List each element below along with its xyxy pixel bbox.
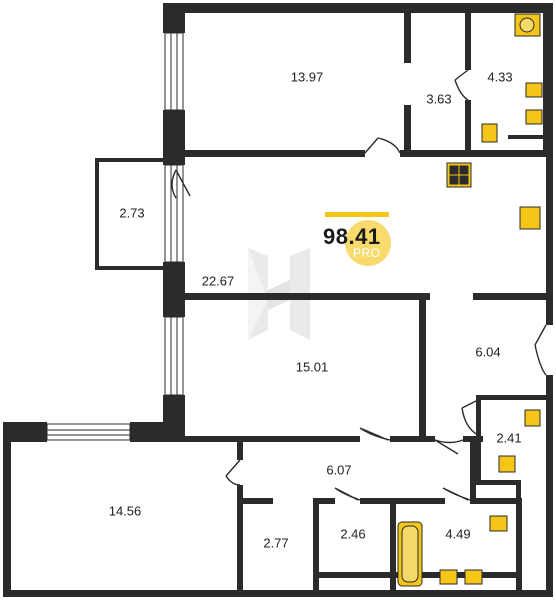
door-bathroom-bottom	[442, 487, 471, 501]
sink-icon	[525, 82, 543, 98]
door-bedroom-middle	[359, 427, 391, 441]
door-bedroom-top	[364, 137, 401, 154]
walls	[3, 3, 553, 597]
sink-icon	[525, 109, 543, 125]
room-area-hall-right: 6.04	[475, 344, 501, 360]
total-area-circle	[345, 220, 391, 266]
door-toilet-right	[461, 399, 479, 436]
door-bathroom-top	[454, 69, 469, 101]
kitchen-sink-icon	[519, 206, 541, 230]
door-bedroom-bottom	[225, 459, 241, 486]
total-area-bar	[325, 212, 389, 217]
total-area-badge-label: PRO	[353, 246, 381, 260]
room-area-storage-left: 2.77	[263, 535, 289, 551]
sink-icon	[524, 409, 541, 427]
door-balcony	[171, 169, 191, 199]
room-area-bathroom-bottom: 4.49	[445, 526, 471, 542]
doors	[171, 69, 547, 501]
toilet-icon	[489, 515, 508, 532]
toilet-icon	[481, 123, 498, 143]
room-area-toilet-right: 2.41	[496, 430, 522, 446]
toilet-icon	[498, 455, 516, 473]
total-area-badge: 98.41 PRO	[323, 212, 393, 266]
total-area-value: 98.41	[323, 224, 381, 249]
fixtures	[397, 13, 543, 587]
room-area-bathroom-top: 4.33	[487, 69, 513, 85]
room-area-bedroom-middle: 15.01	[295, 359, 329, 375]
room-area-bedroom-top: 13.97	[290, 69, 324, 85]
room-area-balcony: 2.73	[119, 205, 145, 221]
sink-icon	[464, 569, 483, 585]
door-hall-right	[534, 324, 547, 376]
room-area-kitchen-living: 22.67	[201, 273, 235, 289]
room-area-wardrobe: 3.63	[426, 91, 452, 107]
room-area-bedroom-bottom: 14.56	[108, 503, 142, 519]
sink-icon	[439, 569, 458, 585]
door-storage-middle	[334, 487, 361, 501]
windows	[46, 32, 184, 441]
door-corridor	[434, 439, 464, 455]
room-area-storage-middle: 2.46	[340, 526, 366, 542]
room-area-corridor: 6.07	[326, 462, 352, 478]
